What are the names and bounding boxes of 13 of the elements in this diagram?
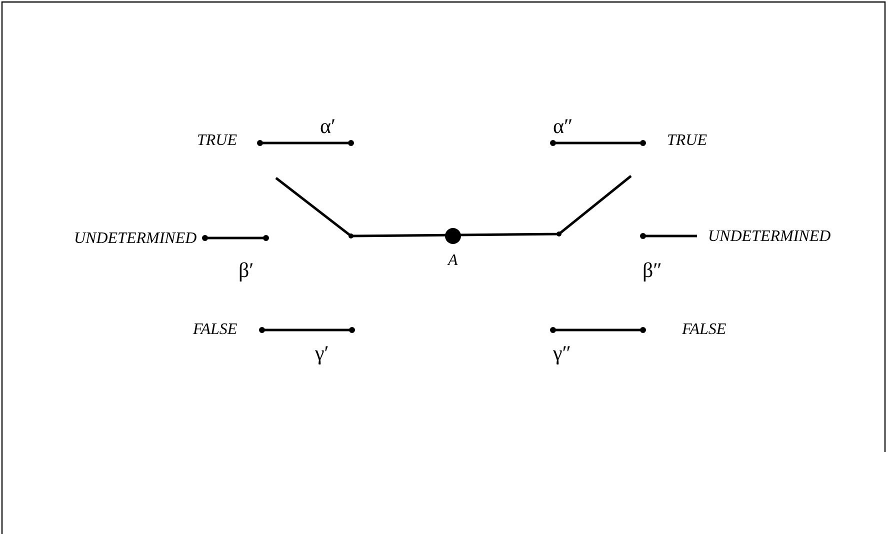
contact-label: α″ xyxy=(553,116,573,137)
state-label: FALSE xyxy=(193,322,238,338)
contact-label: β″ xyxy=(642,260,662,281)
state-label: UNDETERMINED xyxy=(708,229,831,245)
state-label: TRUE xyxy=(667,133,707,149)
contact-label: β′ xyxy=(238,260,254,281)
state-label: TRUE xyxy=(197,133,237,149)
pivot-label: A xyxy=(448,253,458,269)
contact-label: α′ xyxy=(320,116,336,137)
contact-label: γ″ xyxy=(553,343,572,364)
contact-label: γ′ xyxy=(315,343,329,364)
state-label: UNDETERMINED xyxy=(74,231,197,247)
state-label: FALSE xyxy=(682,322,726,338)
